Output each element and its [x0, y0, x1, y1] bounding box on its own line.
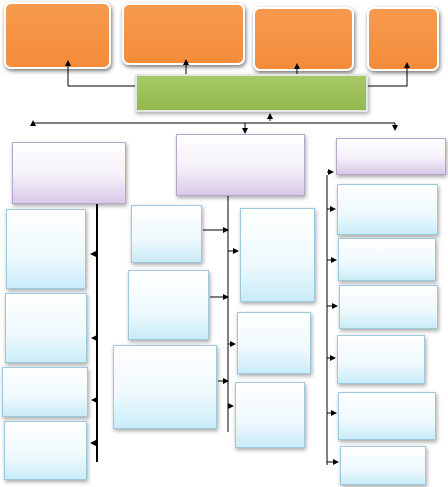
right-item-3 — [339, 285, 438, 329]
hub-box — [135, 74, 368, 112]
right-item-5 — [338, 392, 436, 440]
middle-right-item-2 — [237, 312, 311, 374]
left-item-3 — [2, 367, 88, 417]
connector-hub-top-4 — [368, 62, 410, 87]
category-middle — [176, 134, 305, 196]
right-item-4 — [337, 335, 425, 384]
left-item-2 — [5, 293, 87, 363]
right-item-6 — [340, 446, 426, 485]
top-box-1 — [4, 2, 111, 69]
middle-left-item-2 — [128, 270, 209, 340]
middle-right-item-3 — [235, 382, 305, 448]
left-item-1 — [6, 209, 86, 289]
category-left — [12, 142, 126, 204]
left-item-4 — [4, 421, 87, 480]
middle-right-item-1 — [240, 208, 315, 302]
top-box-4 — [367, 7, 439, 71]
top-box-3 — [253, 7, 354, 71]
right-item-2 — [338, 238, 436, 281]
top-box-2 — [122, 3, 245, 65]
category-right — [336, 138, 446, 175]
middle-left-item-1 — [131, 205, 202, 263]
middle-left-item-3 — [113, 345, 217, 429]
right-item-1 — [337, 184, 438, 235]
